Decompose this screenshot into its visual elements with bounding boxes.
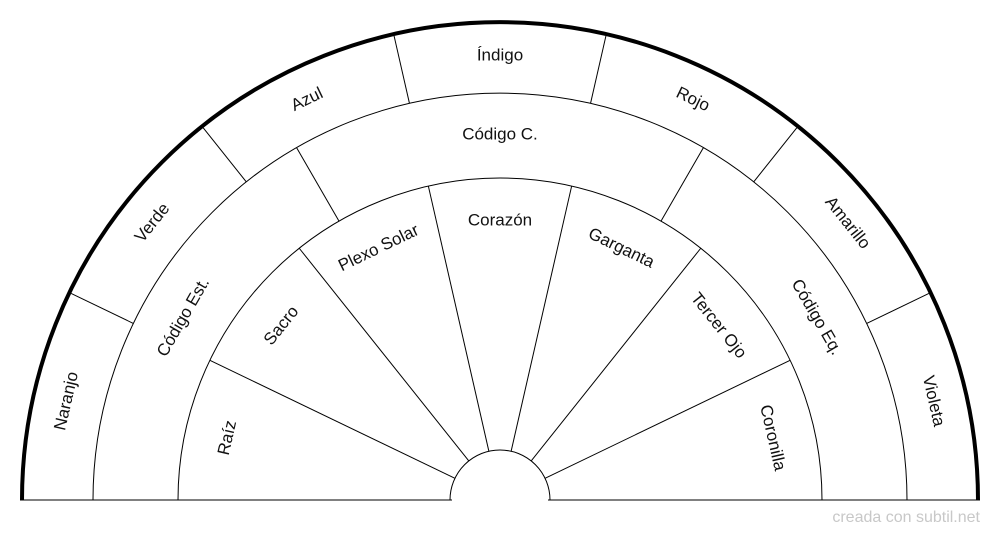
outer-divider [753, 127, 798, 183]
outer-ring-label: Azul [288, 83, 326, 114]
credit-text: creada con subtil.net [832, 509, 980, 526]
inner-divider [544, 359, 791, 479]
outer-ring-label: Naranjo [50, 370, 82, 432]
outer-divider [590, 35, 607, 104]
inner-divider [530, 247, 702, 462]
inner-ring-label: Sacro [260, 302, 303, 349]
inner-ring-label: Garganta [585, 224, 658, 272]
outer-ring-label: Amarillo [821, 193, 874, 253]
middle-ring-label: Código C. [462, 125, 538, 144]
inner-divider [298, 247, 470, 462]
middle-ring-label: Código Eq. [788, 276, 847, 358]
sector-lines [20, 20, 980, 501]
inner-ring-label: Raíz [214, 419, 240, 457]
ring-arc [92, 92, 908, 501]
inner-ring-label: Coronilla [756, 403, 790, 473]
outer-divider [70, 293, 134, 324]
ring-arc [177, 177, 823, 501]
middle-ring-label: Código Est. [153, 274, 213, 360]
outer-ring-label: Índigo [477, 46, 523, 65]
inner-divider [510, 185, 573, 452]
inner-ring-label: Corazón [468, 211, 532, 230]
sector-labels: Naranjo Verde Azul ÍndigoRojoAmarilloViolet… [50, 46, 949, 474]
outer-divider [202, 127, 247, 183]
inner-divider [209, 359, 456, 479]
outer-divider [866, 293, 930, 324]
outer-ring-label: Violeta [919, 374, 949, 429]
inner-ring-label: Plexo Solar [335, 220, 422, 275]
inner-ring-label: Tercer Ojo [687, 289, 751, 362]
outer-ring-label: Verde [131, 199, 174, 246]
outer-divider [393, 35, 410, 104]
outer-arc [20, 20, 980, 501]
middle-divider [660, 147, 704, 222]
middle-divider [296, 147, 340, 222]
outer-ring-label: Rojo [673, 83, 713, 115]
center-arc [449, 449, 551, 501]
inner-divider [427, 185, 490, 452]
